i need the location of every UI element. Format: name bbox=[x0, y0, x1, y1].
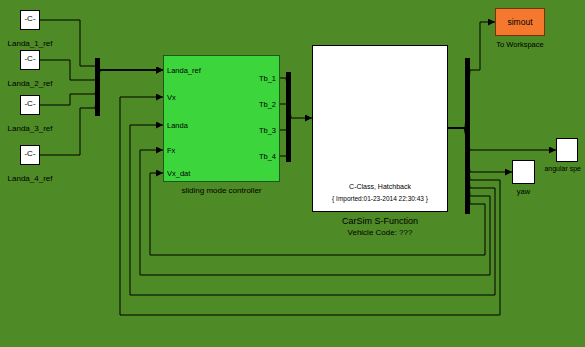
port-label: Vx bbox=[167, 93, 176, 102]
block-label: sliding mode controller bbox=[181, 186, 261, 196]
block-label: angular spe bbox=[544, 165, 581, 173]
block-label: Vehicle Code: ??? bbox=[348, 228, 413, 238]
import-stamp: { Imported:01-23-2014 22:30:43 } bbox=[332, 195, 428, 203]
constant-block: -C-Landa_2_ref bbox=[20, 50, 40, 70]
constant-block: -C-Landa_3_ref bbox=[20, 95, 40, 115]
port-label: Tb_4 bbox=[259, 152, 276, 161]
mux-bar bbox=[95, 58, 100, 116]
block-label: Landa_1_ref bbox=[8, 39, 53, 49]
signal-line bbox=[40, 70, 163, 155]
block-label: Landa_4_ref bbox=[8, 174, 53, 184]
port-label: Tb_2 bbox=[259, 100, 276, 109]
constant-block: -C-Landa_1_ref bbox=[20, 10, 40, 30]
signal-line bbox=[448, 128, 556, 150]
mux-bar bbox=[286, 72, 291, 162]
port-label: Tb_1 bbox=[259, 74, 276, 83]
signal-line bbox=[40, 70, 163, 105]
block-label: To Workspace bbox=[496, 40, 543, 49]
constant-block: -C-Landa_4_ref bbox=[20, 145, 40, 165]
block-label: Landa_2_ref bbox=[8, 79, 53, 89]
port-label: Landa_ref bbox=[167, 66, 201, 75]
output-stubs bbox=[280, 104, 286, 156]
vehicle-name: C-Class, Hatchback bbox=[349, 183, 411, 191]
scope-block: yaw bbox=[512, 160, 535, 184]
carsim-block: C-Class, Hatchback { Imported:01-23-2014 … bbox=[312, 45, 448, 212]
port-label: Tb_3 bbox=[259, 126, 276, 135]
constant-value: -C- bbox=[24, 149, 35, 159]
constant-value: -C- bbox=[24, 14, 35, 24]
controller-block: Landa_refVxLandaFxVx_dat Tb_1Tb_2Tb_3Tb_4… bbox=[163, 55, 280, 182]
block-label: Landa_3_ref bbox=[8, 124, 53, 134]
port-label: Fx bbox=[167, 146, 175, 155]
scope-block: angular spe bbox=[556, 138, 578, 162]
block-label: yaw bbox=[517, 187, 530, 196]
signal-line bbox=[280, 78, 312, 118]
signal-line bbox=[40, 20, 163, 70]
port-label: Landa bbox=[167, 121, 188, 130]
block-label: CarSim S-Function bbox=[342, 216, 418, 227]
port-label: Vx_dat bbox=[167, 169, 190, 178]
variable-name: simout bbox=[507, 17, 532, 27]
signal-line bbox=[448, 22, 495, 128]
to-workspace-block: simoutTo Workspace bbox=[495, 8, 545, 36]
constant-value: -C- bbox=[24, 54, 35, 64]
constant-value: -C- bbox=[24, 99, 35, 109]
demux-bar bbox=[465, 58, 470, 214]
